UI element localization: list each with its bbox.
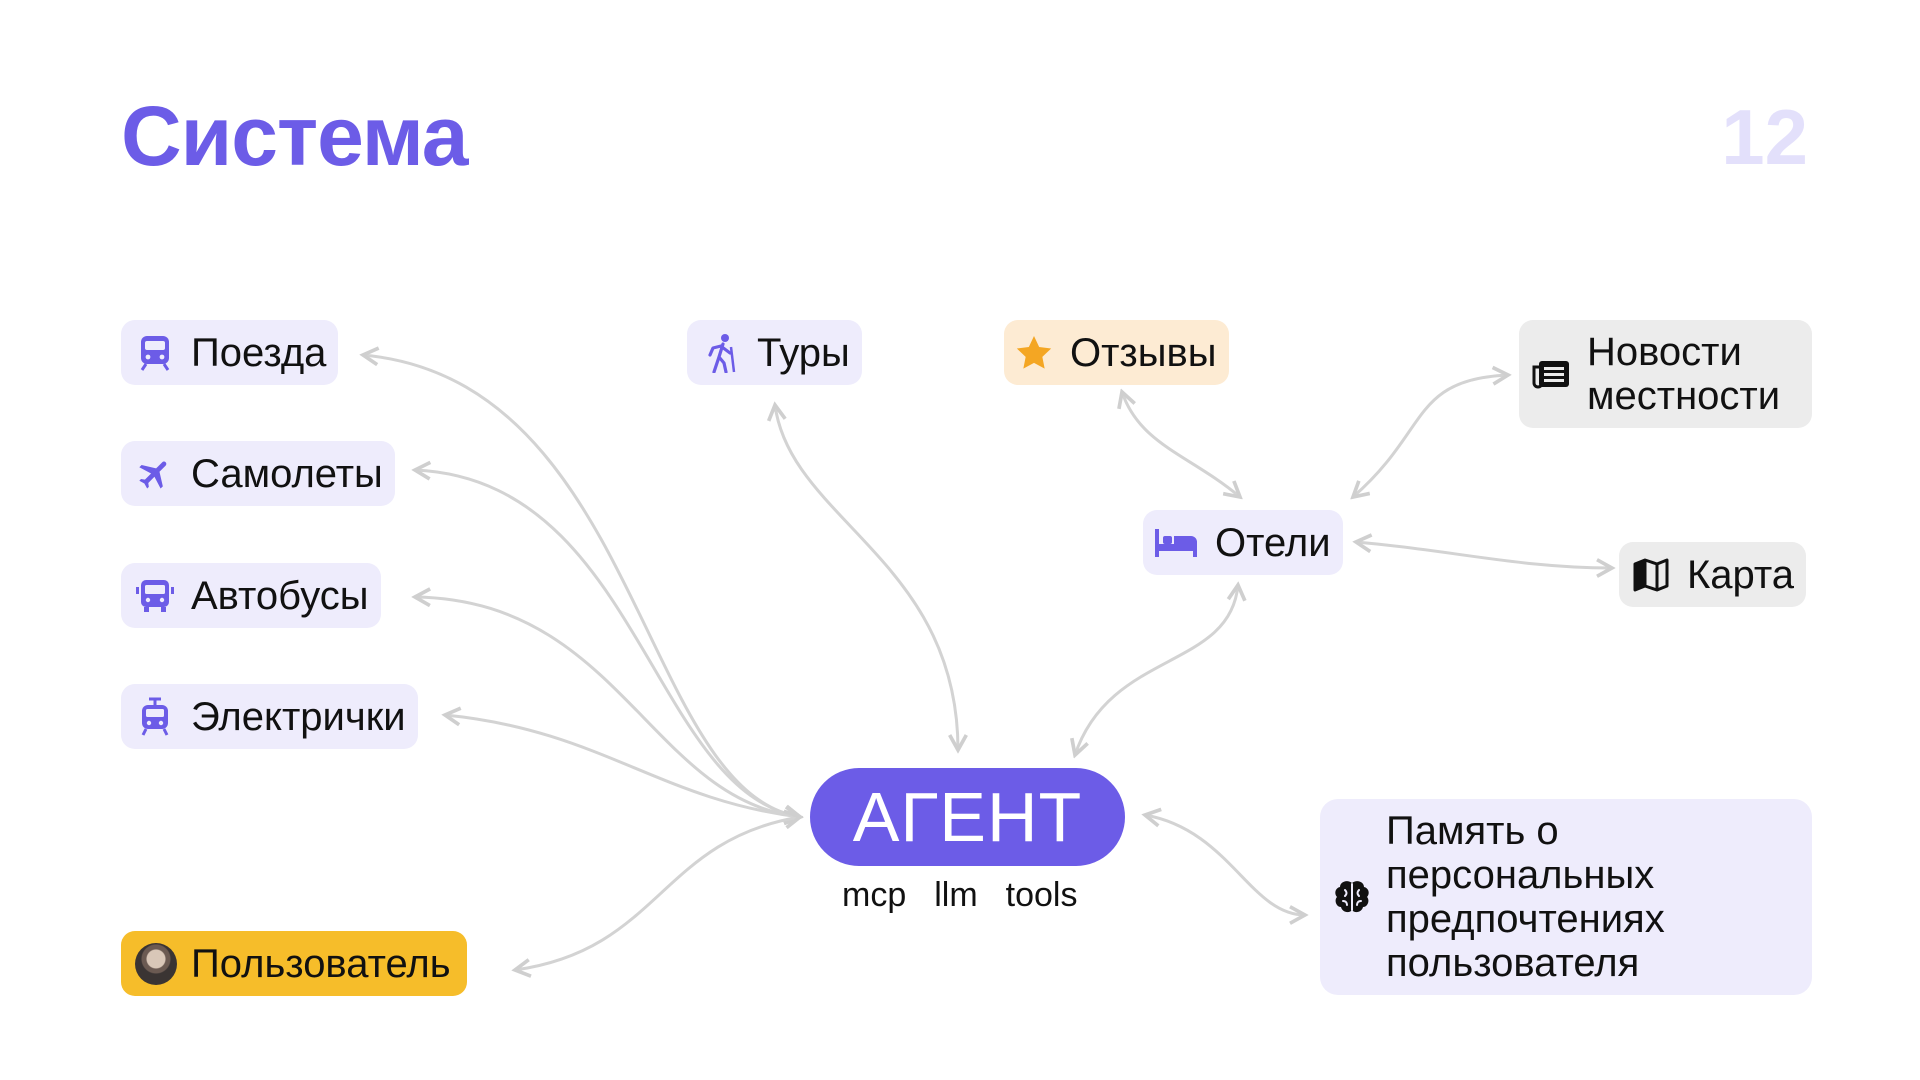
node-news-line1: Новости <box>1587 330 1742 374</box>
agent-sub-mcp: mcp <box>842 876 907 914</box>
node-elektrichki-label: Электрички <box>191 694 406 739</box>
node-memory-line1: Память о <box>1386 809 1559 853</box>
node-elektrichki: Электрички <box>121 684 418 749</box>
node-trains: Поезда <box>121 320 339 385</box>
agent-sub-tools: tools <box>1005 876 1078 914</box>
train-icon <box>135 333 175 373</box>
arrow-hotels-reviews <box>1122 392 1240 497</box>
avatar <box>135 942 177 985</box>
node-hotels: Отели <box>1143 510 1343 575</box>
node-map: Карта <box>1619 542 1807 607</box>
bed-icon <box>1153 523 1199 563</box>
arrow-agent-user <box>515 817 800 970</box>
node-trains-label: Поезда <box>191 330 327 375</box>
arrow-hotels-news <box>1353 375 1508 497</box>
tram-icon <box>135 697 175 737</box>
newspaper-icon <box>1531 354 1571 394</box>
hiker-icon <box>701 333 741 373</box>
node-planes-label: Самолеты <box>191 451 383 496</box>
node-map-label: Карта <box>1687 552 1795 597</box>
plane-icon <box>135 454 175 494</box>
node-news: Новости местности <box>1519 320 1812 428</box>
arrow-agent-tours <box>775 405 958 750</box>
arrow-agent-planes <box>415 470 800 817</box>
node-user-label: Пользователь <box>191 941 451 986</box>
node-memory-line2: персональных <box>1386 853 1655 897</box>
node-news-line2: местности <box>1587 374 1781 418</box>
node-tours: Туры <box>687 320 862 385</box>
node-buses-label: Автобусы <box>191 573 369 618</box>
arrow-agent-buses <box>415 597 800 817</box>
agent-sublabels: mcp llm tools <box>842 876 1078 915</box>
node-reviews: Отзывы <box>1004 320 1229 385</box>
node-hotels-label: Отели <box>1215 520 1331 565</box>
node-memory-line3: предпочтениях <box>1386 897 1665 941</box>
arrow-agent-elektrichki <box>445 715 800 817</box>
slide-title: Система <box>121 89 469 183</box>
agent-sub-llm: llm <box>934 876 978 914</box>
arrow-agent-memory <box>1145 815 1305 915</box>
bus-icon <box>135 576 175 616</box>
page-number: 12 <box>1721 93 1808 181</box>
arrow-hotels-map <box>1356 542 1612 568</box>
star-icon <box>1014 333 1054 373</box>
node-memory: Память о персональных предпочтениях поль… <box>1320 799 1812 995</box>
agent-node: АГЕНТ <box>810 768 1125 866</box>
brain-icon <box>1332 877 1372 917</box>
node-tours-label: Туры <box>757 330 850 375</box>
node-reviews-label: Отзывы <box>1070 330 1217 375</box>
arrow-agent-hotels <box>1075 585 1238 755</box>
node-memory-line4: пользователя <box>1386 941 1640 985</box>
map-icon <box>1631 555 1671 595</box>
node-user: Пользователь <box>121 931 467 996</box>
node-planes: Самолеты <box>121 441 395 506</box>
node-buses: Автобусы <box>121 563 381 628</box>
